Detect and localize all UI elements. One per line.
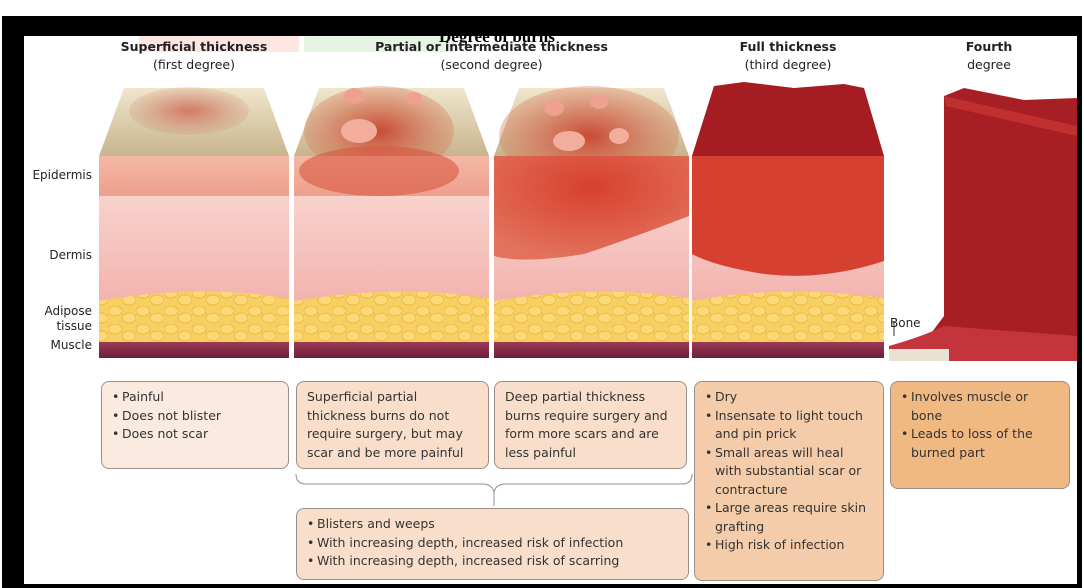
burn-layers-illustration xyxy=(24,36,1077,584)
deep-partial-box: Deep partial thickness burns require sur… xyxy=(494,381,687,469)
label-epidermis: Epidermis xyxy=(24,168,92,182)
box-item: Blisters and weeps xyxy=(307,515,678,534)
third-degree-illustration xyxy=(692,82,884,358)
box-item: Does not blister xyxy=(112,407,278,426)
label-muscle: Muscle xyxy=(24,338,92,352)
second-degree-bracket xyxy=(296,474,692,506)
column-heading-second-degree: Partial or intermediate thickness(second… xyxy=(294,38,689,74)
box-item: Painful xyxy=(112,388,278,407)
column-heading-third-degree: Full thickness(third degree) xyxy=(692,38,884,74)
box-item: With increasing depth, increased risk of… xyxy=(307,552,678,571)
box-item: Insensate to light touch and pin prick xyxy=(705,407,873,444)
first-degree-box: Painful Does not blister Does not scar xyxy=(101,381,289,469)
box-item: Dry xyxy=(705,388,873,407)
box-item: Leads to loss of the burned part xyxy=(901,425,1059,462)
column-heading-first-degree: Superficial thickness(first degree) xyxy=(99,38,289,74)
fourth-degree-box: Involves muscle or bone Leads to loss of… xyxy=(890,381,1070,489)
first-degree-illustration xyxy=(99,87,289,358)
box-item: Involves muscle or bone xyxy=(901,388,1059,425)
box-item: With increasing depth, increased risk of… xyxy=(307,534,678,553)
deep-partial-illustration xyxy=(494,86,689,358)
superficial-partial-box: Superficial partial thickness burns do n… xyxy=(296,381,489,469)
image-frame: Degree of burns Superficial thickness(fi… xyxy=(2,16,1082,588)
box-item: Small areas will heal with substantial s… xyxy=(705,444,873,500)
box-item: Large areas require skin grafting xyxy=(705,499,873,536)
label-dermis: Dermis xyxy=(24,248,92,262)
box-item: High risk of infection xyxy=(705,536,873,555)
third-degree-box: Dry Insensate to light touch and pin pri… xyxy=(694,381,884,581)
label-bone: Bone xyxy=(890,316,930,330)
diagram-panel: Degree of burns Superficial thickness(fi… xyxy=(24,36,1077,584)
second-degree-common-box: Blisters and weeps With increasing depth… xyxy=(296,508,689,580)
box-item: Does not scar xyxy=(112,425,278,444)
superficial-partial-illustration xyxy=(294,86,489,358)
